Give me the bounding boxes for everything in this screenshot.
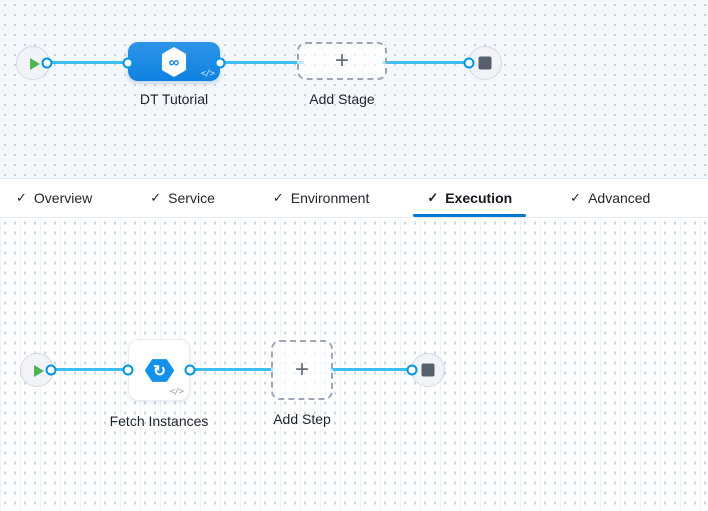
pipeline-studio-tabbar: ✓ Overview ✓ Service ✓ Environment ✓ Exe… — [0, 178, 708, 218]
connector-port[interactable] — [122, 364, 134, 376]
tab-environment[interactable]: ✓ Environment — [259, 179, 384, 217]
connector-port[interactable] — [122, 57, 134, 69]
connector-port[interactable] — [184, 364, 196, 376]
svg-text:∞: ∞ — [169, 55, 180, 71]
add-stage-label: Add Stage — [309, 91, 375, 107]
tab-label: Execution — [445, 190, 513, 206]
stop-icon — [478, 56, 492, 70]
svg-text:↻: ↻ — [153, 362, 166, 379]
tab-service[interactable]: ✓ Service — [136, 179, 229, 217]
play-icon — [34, 365, 44, 377]
connector-port[interactable] — [463, 57, 475, 69]
connector-port[interactable] — [45, 364, 57, 376]
connector-port[interactable] — [214, 57, 226, 69]
pipeline-infinity-hexagon-icon: ∞ — [161, 46, 187, 77]
stop-icon — [421, 363, 435, 377]
edge-connector — [214, 61, 304, 64]
execution-graph-canvas[interactable]: ↻ </> Fetch Instances + Add Step — [0, 218, 708, 511]
play-icon — [30, 58, 40, 70]
plus-icon: + — [334, 47, 349, 74]
add-step-button[interactable]: + — [271, 340, 333, 400]
tab-execution[interactable]: ✓ Execution — [413, 179, 526, 217]
edge-connector — [46, 61, 134, 64]
edge-connector — [382, 61, 470, 64]
code-view-icon[interactable]: </> — [169, 387, 184, 397]
check-icon: ✓ — [16, 190, 27, 205]
tab-label: Advanced — [588, 190, 651, 206]
check-icon: ✓ — [427, 190, 439, 205]
step-node-label: Fetch Instances — [109, 413, 209, 429]
edge-connector — [186, 368, 274, 371]
edge-connector — [50, 368, 134, 371]
stage-node-dt-tutorial[interactable]: ∞ </> — [128, 42, 220, 81]
tab-label: Environment — [290, 190, 370, 206]
check-icon: ✓ — [570, 190, 582, 205]
connector-port[interactable] — [41, 57, 53, 69]
connector-port[interactable] — [406, 364, 418, 376]
step-node-fetch-instances[interactable]: ↻ </> — [128, 339, 190, 401]
check-icon: ✓ — [272, 190, 284, 205]
tab-label: Service — [168, 190, 215, 206]
plus-icon: + — [294, 356, 309, 383]
tab-overview[interactable]: ✓ Overview — [2, 179, 106, 217]
add-step-label: Add Step — [273, 411, 331, 427]
add-stage-button[interactable]: + — [297, 42, 387, 80]
check-icon: ✓ — [150, 190, 162, 205]
edge-connector — [330, 368, 414, 371]
tab-advanced[interactable]: ✓ Advanced — [556, 179, 664, 217]
code-view-icon[interactable]: </> — [200, 69, 215, 79]
deployment-template-hexagon-icon: ↻ — [144, 358, 174, 382]
stage-graph-canvas[interactable]: ∞ </> DT Tutorial + Add Stage — [0, 0, 708, 178]
tab-label: Overview — [33, 190, 93, 206]
stage-node-label: DT Tutorial — [139, 91, 209, 107]
